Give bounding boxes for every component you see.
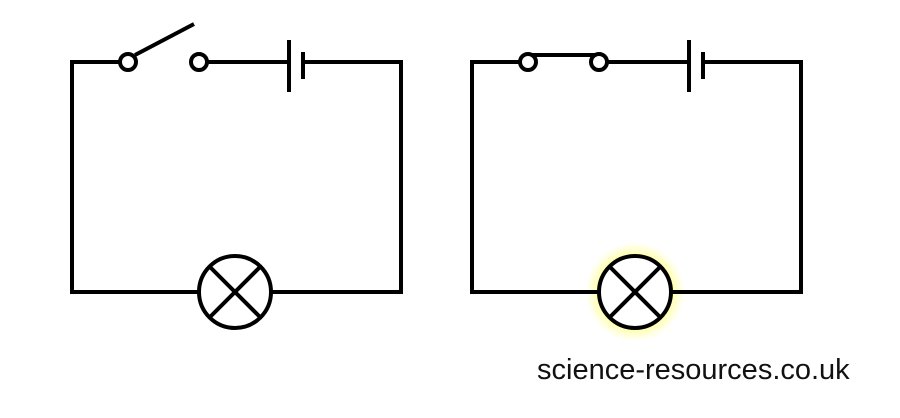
- switch-terminal: [118, 52, 138, 72]
- switch-lever-open: [134, 22, 195, 57]
- lamp-icon: [597, 254, 673, 330]
- wire: [70, 60, 403, 294]
- switch-terminal: [518, 52, 538, 72]
- circuit-open-switch: [70, 22, 403, 330]
- circuit-closed-switch: [470, 40, 803, 342]
- watermark-credit: science-resources.co.uk: [537, 354, 850, 386]
- switch-terminal: [589, 52, 609, 72]
- lamp-icon: [197, 254, 273, 330]
- wire: [470, 60, 803, 294]
- switch-terminal: [189, 52, 209, 72]
